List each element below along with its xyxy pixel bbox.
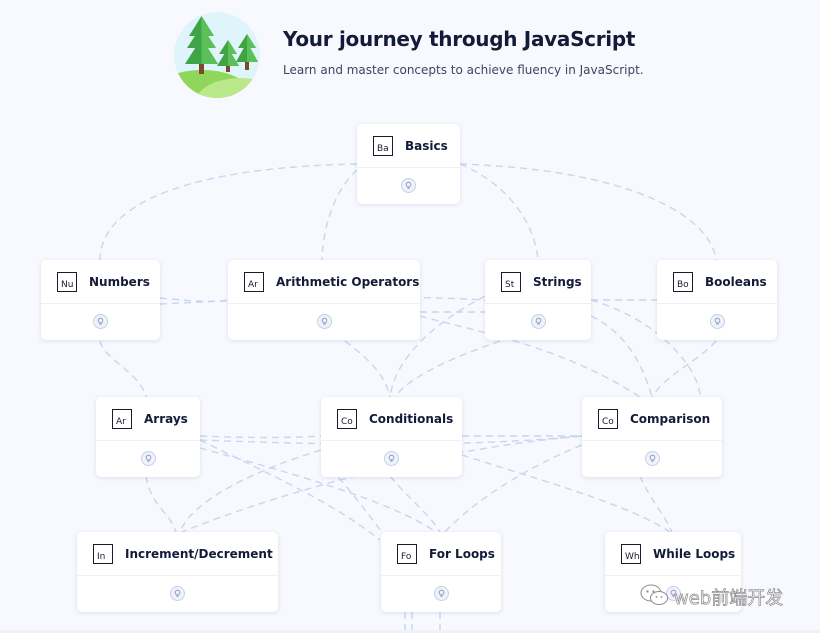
page-subtitle: Learn and master concepts to achieve flu… bbox=[283, 63, 644, 77]
node-abbr-badge: Co bbox=[337, 408, 357, 429]
page-title: Your journey through JavaScript bbox=[283, 27, 636, 51]
lightbulb-icon[interactable] bbox=[140, 451, 156, 466]
lightbulb-icon[interactable] bbox=[644, 451, 660, 466]
node-abbr-badge: Wh bbox=[621, 543, 641, 564]
watermark: web前端开发 bbox=[640, 583, 784, 611]
node-abbr-badge: Co bbox=[598, 408, 618, 429]
lightbulb-icon[interactable] bbox=[665, 586, 681, 601]
lightbulb-icon[interactable] bbox=[433, 586, 449, 601]
node-for-loops[interactable]: Fo For Loops bbox=[381, 532, 501, 612]
node-arithmetic-operators[interactable]: Ar Arithmetic Operators bbox=[228, 260, 420, 340]
node-label: For Loops bbox=[429, 546, 495, 561]
node-label: Increment/Decrement bbox=[125, 546, 273, 561]
node-strings[interactable]: St Strings bbox=[485, 260, 591, 340]
pine-trees-illustration bbox=[174, 12, 260, 98]
node-label: Comparison bbox=[630, 411, 711, 426]
lightbulb-icon[interactable] bbox=[401, 178, 416, 193]
node-label: While Loops bbox=[653, 546, 736, 561]
node-abbr-badge: Bo bbox=[673, 271, 693, 292]
node-comparison[interactable]: Co Comparison bbox=[582, 397, 722, 477]
lightbulb-icon[interactable] bbox=[384, 451, 399, 466]
lightbulb-icon[interactable] bbox=[530, 314, 546, 329]
node-abbr-badge: In bbox=[93, 543, 113, 564]
watermark-text: web前端开发 bbox=[674, 588, 784, 610]
lightbulb-icon[interactable] bbox=[316, 314, 332, 329]
node-label: Conditionals bbox=[369, 411, 454, 426]
node-label: Booleans bbox=[705, 274, 767, 289]
node-abbr-badge: St bbox=[501, 271, 521, 292]
node-conditionals[interactable]: Co Conditionals bbox=[321, 397, 462, 477]
node-increment-decrement[interactable]: In Increment/Decrement bbox=[77, 532, 278, 612]
node-label: Basics bbox=[405, 138, 448, 153]
node-arrays[interactable]: Ar Arrays bbox=[96, 397, 200, 477]
wechat-icon bbox=[640, 583, 670, 611]
lightbulb-icon[interactable] bbox=[170, 586, 185, 601]
node-numbers[interactable]: Nu Numbers bbox=[41, 260, 160, 340]
node-abbr-badge: Nu bbox=[57, 271, 77, 292]
node-label: Numbers bbox=[89, 274, 150, 289]
node-label: Strings bbox=[533, 274, 582, 289]
node-abbr-badge: Ar bbox=[112, 408, 132, 429]
node-abbr-badge: Fo bbox=[397, 543, 417, 564]
node-label: Arrays bbox=[144, 411, 188, 426]
node-booleans[interactable]: Bo Booleans bbox=[657, 260, 777, 340]
node-while-loops[interactable]: Wh While Loops bbox=[605, 532, 741, 612]
lightbulb-icon[interactable] bbox=[709, 314, 725, 329]
node-basics[interactable]: Ba Basics bbox=[357, 124, 460, 204]
lightbulb-icon[interactable] bbox=[93, 314, 108, 329]
node-label: Arithmetic Operators bbox=[276, 274, 420, 289]
node-abbr-badge: Ba bbox=[373, 135, 393, 156]
node-abbr-badge: Ar bbox=[244, 271, 264, 292]
bottom-divider bbox=[0, 630, 820, 633]
